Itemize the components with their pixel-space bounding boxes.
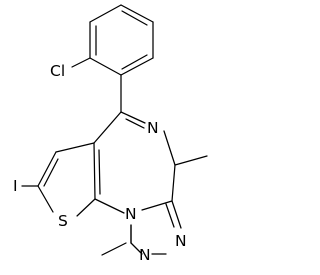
bond — [121, 10, 148, 26]
triazole-nitrogen-upper-label: N — [175, 232, 187, 250]
bond — [130, 242, 143, 255]
structure-diagram: Cl I S N N N N — [13, 4, 208, 264]
bond — [98, 149, 101, 195]
bond — [171, 200, 182, 229]
bond — [93, 111, 122, 144]
triazole-nitrogen-lower-label: N — [139, 246, 151, 264]
bond — [141, 200, 173, 211]
bond — [120, 111, 146, 124]
bond — [89, 57, 122, 76]
bond — [120, 4, 154, 23]
bond — [121, 54, 148, 70]
bond — [101, 242, 127, 256]
chemical-structure-svg: Cl I S N N N N — [13, 4, 208, 264]
bond — [165, 203, 175, 228]
triazole-ring — [130, 200, 182, 255]
bond — [76, 198, 96, 217]
fused-nitrogen-label: N — [125, 205, 137, 223]
azepine-nitrogen-label: N — [147, 119, 159, 137]
bond — [174, 155, 208, 166]
iodine-label: I — [13, 177, 18, 195]
bond — [37, 185, 54, 213]
bond — [94, 198, 125, 214]
bond — [37, 151, 57, 187]
azepine-ring — [93, 111, 176, 214]
chlorophenyl-ring — [89, 4, 154, 76]
bond — [125, 118, 145, 129]
bond — [43, 158, 59, 187]
bond — [93, 142, 96, 200]
bond — [55, 142, 95, 153]
thiophene-ring — [37, 142, 101, 217]
bond — [171, 164, 176, 202]
bond — [71, 57, 91, 68]
bond — [163, 130, 176, 166]
bond — [120, 57, 154, 76]
atom-labels: Cl I S N N N N — [13, 62, 187, 264]
sulfur-label: S — [58, 212, 68, 230]
chlorine-label: Cl — [50, 62, 65, 80]
bond — [89, 4, 122, 23]
